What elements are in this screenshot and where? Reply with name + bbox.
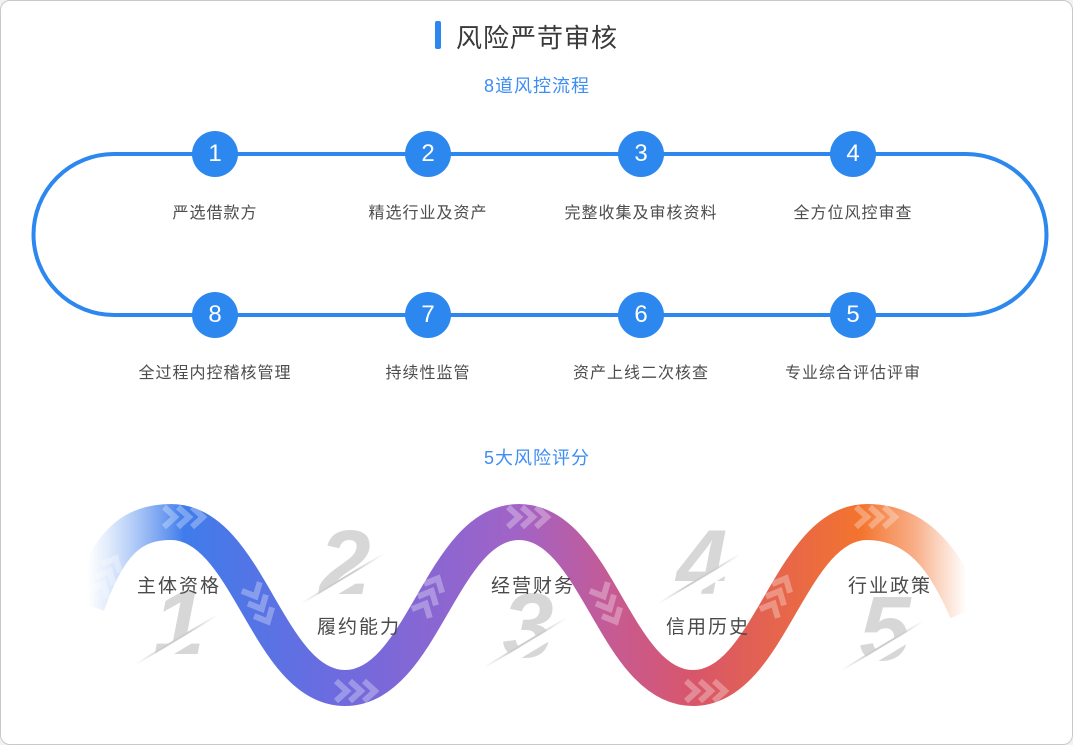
chevron-icon (508, 507, 547, 527)
score-label-4: 信用历史 (665, 617, 751, 638)
step-circle-6: 6 (618, 292, 664, 338)
step-number: 7 (421, 301, 435, 328)
step-number: 1 (208, 140, 222, 167)
chevron-icon (164, 507, 203, 527)
step-label-8: 全过程内控稽核管理 (138, 365, 292, 382)
score-section-subtitle: 5大风险评分 (483, 448, 591, 468)
step-label-2: 精选行业及资产 (368, 205, 488, 222)
step-circle-4: 4 (830, 131, 876, 177)
chevron-icon (856, 507, 895, 527)
step-label-4: 全方位风控审查 (793, 205, 913, 222)
chevron-icon (590, 582, 625, 626)
step-label-1: 严选借款方 (172, 205, 258, 222)
step-number: 6 (634, 301, 648, 328)
step-label-3: 完整收集及审核资料 (564, 205, 718, 222)
chevron-icon (242, 582, 277, 626)
step-circle-2: 2 (405, 131, 451, 177)
step-circle-7: 7 (405, 292, 451, 338)
step-number: 3 (634, 140, 648, 167)
step-label-6: 资产上线二次核查 (572, 365, 710, 382)
step-circle-5: 5 (830, 292, 876, 338)
flow-section-subtitle: 8道风控流程 (483, 76, 591, 96)
step-circle-1: 1 (192, 131, 238, 177)
step-number: 4 (846, 140, 860, 167)
chevron-icon (686, 681, 725, 701)
chevron-icon (90, 554, 125, 598)
score-label-2: 履约能力 (316, 617, 402, 638)
score-label-5: 行业政策 (847, 576, 933, 597)
chevron-icon (760, 574, 795, 618)
page-title: 风险严苛审核 (456, 23, 619, 53)
title-accent-bar (435, 21, 441, 49)
step-circle-8: 8 (192, 292, 238, 338)
score-label-3: 经营财务 (490, 576, 576, 597)
step-number: 8 (208, 301, 222, 328)
step-label-5: 专业综合评估评审 (784, 365, 922, 382)
step-label-7: 持续性监管 (385, 365, 471, 382)
step-number: 5 (846, 301, 860, 328)
chevron-icon (412, 574, 447, 618)
chevron-icon (336, 681, 375, 701)
step-circle-3: 3 (618, 131, 664, 177)
step-number: 2 (421, 140, 435, 167)
flow-track-path (31, 152, 1049, 317)
score-label-1: 主体资格 (136, 576, 222, 597)
